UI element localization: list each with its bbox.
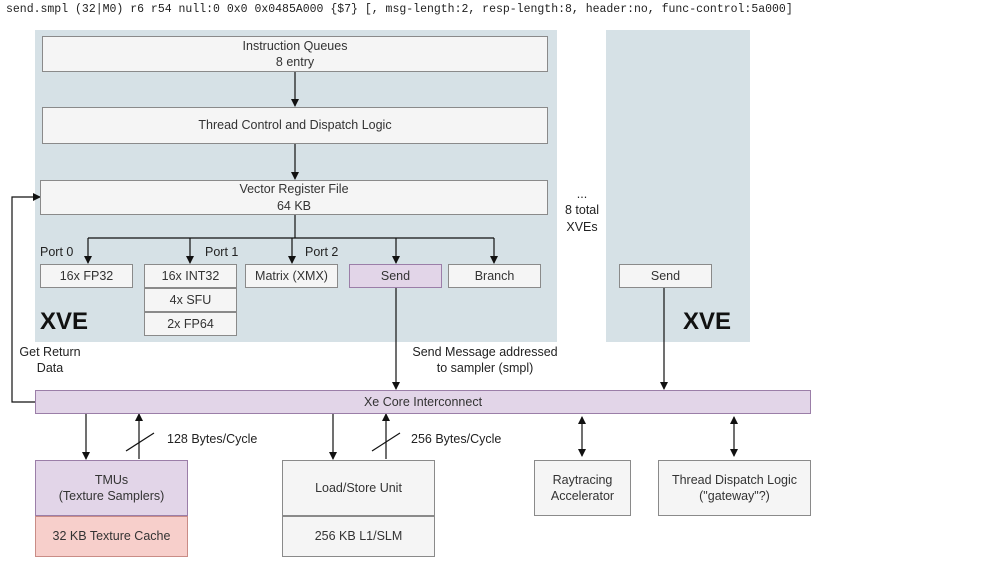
xve-count-total: 8 total bbox=[564, 203, 600, 218]
send-message-line1: Send Message addressed bbox=[412, 345, 558, 359]
fp64-unit-label: 2x FP64 bbox=[167, 316, 214, 331]
gateway-line2: ("gateway"?) bbox=[699, 489, 770, 503]
branch-unit-label: Branch bbox=[474, 268, 515, 283]
instruction-queues-box: Instruction Queues 8 entry bbox=[42, 36, 548, 72]
vector-register-file-title: Vector Register File bbox=[239, 182, 349, 197]
matrix-unit-label: Matrix (XMX) bbox=[255, 268, 328, 283]
l1-slm-label: 256 KB L1/SLM bbox=[314, 529, 403, 544]
raytracing-line1: Raytracing bbox=[552, 472, 613, 487]
get-return-data-label: Get Return Data bbox=[16, 344, 84, 377]
xe-core-interconnect: Xe Core Interconnect bbox=[35, 390, 811, 414]
send-message-label: Send Message addressed to sampler (smpl) bbox=[400, 344, 570, 377]
raytracing-accelerator-box: Raytracing Accelerator bbox=[534, 460, 631, 516]
int32-unit-label: 16x INT32 bbox=[161, 268, 220, 283]
lsu-bandwidth-label: 256 Bytes/Cycle bbox=[411, 432, 502, 446]
l1-slm-box: 256 KB L1/SLM bbox=[282, 516, 435, 557]
get-return-line1: Get Return bbox=[19, 345, 81, 359]
tmu-box: TMUs (Texture Samplers) bbox=[35, 460, 188, 516]
load-store-unit-label: Load/Store Unit bbox=[315, 480, 402, 495]
sfu-unit: 4x SFU bbox=[144, 288, 237, 312]
tmu-title: TMUs bbox=[94, 472, 129, 487]
load-store-unit-box: Load/Store Unit bbox=[282, 460, 435, 516]
matrix-unit: Matrix (XMX) bbox=[245, 264, 338, 288]
instruction-queues-sub: 8 entry bbox=[275, 55, 315, 69]
port-2-label: Port 2 bbox=[305, 245, 339, 259]
send-message-line2: to sampler (smpl) bbox=[436, 361, 534, 376]
sfu-unit-label: 4x SFU bbox=[169, 292, 212, 307]
fp64-unit: 2x FP64 bbox=[144, 312, 237, 336]
xve-count-ellipsis: ... bbox=[576, 187, 588, 201]
xve-second-label: XVE bbox=[683, 308, 732, 335]
xve-count-unit: XVEs bbox=[566, 219, 598, 234]
texture-cache-box: 32 KB Texture Cache bbox=[35, 516, 188, 557]
tmu-subtitle: (Texture Samplers) bbox=[58, 489, 165, 503]
tmu-bandwidth-label: 128 Bytes/Cycle bbox=[167, 432, 258, 446]
xve-second-panel bbox=[606, 30, 750, 342]
thread-dispatch-gateway-box: Thread Dispatch Logic ("gateway"?) bbox=[658, 460, 811, 516]
int32-unit: 16x INT32 bbox=[144, 264, 237, 288]
instruction-queues-title: Instruction Queues bbox=[242, 38, 348, 53]
command-line: send.smpl (32|M0) r6 r54 null:0 0x0 0x04… bbox=[6, 3, 793, 16]
fp32-unit: 16x FP32 bbox=[40, 264, 133, 288]
texture-cache-label: 32 KB Texture Cache bbox=[52, 529, 171, 544]
send-unit-second-label: Send bbox=[650, 268, 681, 283]
xve-main-label: XVE bbox=[40, 308, 89, 335]
get-return-line2: Data bbox=[36, 361, 64, 376]
fp32-unit-label: 16x FP32 bbox=[59, 268, 114, 283]
thread-control-box: Thread Control and Dispatch Logic bbox=[42, 107, 548, 144]
send-unit: Send bbox=[349, 264, 442, 288]
branch-unit: Branch bbox=[448, 264, 541, 288]
port-0-label: Port 0 bbox=[40, 245, 74, 259]
xe-core-interconnect-label: Xe Core Interconnect bbox=[363, 394, 483, 409]
thread-control-label: Thread Control and Dispatch Logic bbox=[198, 118, 392, 133]
vector-register-file-box: Vector Register File 64 KB bbox=[40, 180, 548, 215]
xve-count-label: ... 8 total XVEs bbox=[560, 186, 604, 235]
port-1-label: Port 1 bbox=[205, 245, 239, 259]
send-unit-label: Send bbox=[380, 268, 411, 283]
raytracing-line2: Accelerator bbox=[550, 489, 615, 503]
gateway-line1: Thread Dispatch Logic bbox=[671, 472, 798, 487]
vector-register-file-sub: 64 KB bbox=[276, 198, 312, 213]
send-unit-second: Send bbox=[619, 264, 712, 288]
